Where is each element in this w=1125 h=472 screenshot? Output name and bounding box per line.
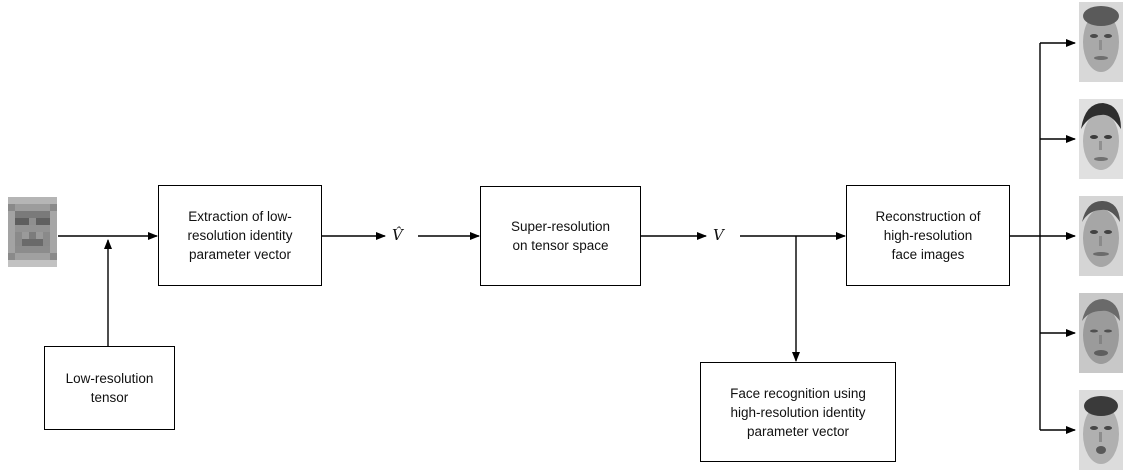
low-resolution-tensor-box: Low-resolution tensor [44,346,175,430]
face-output-4 [1079,293,1123,373]
super-resolution-box: Super-resolution on tensor space [480,186,641,286]
face-output-5 [1079,390,1123,470]
face-output-2 [1079,99,1123,179]
reconstruction-box: Reconstruction of high-resolution face i… [846,185,1010,286]
extraction-box: Extraction of low- resolution identity p… [158,185,322,286]
face-output-3 [1079,196,1123,276]
face-recognition-box: Face recognition using high-resolution i… [700,362,896,462]
v-hat-symbol: V̂ [392,226,403,244]
low-resolution-face-image [8,197,57,267]
face-output-1 [1079,2,1123,82]
v-symbol: V [713,226,724,244]
